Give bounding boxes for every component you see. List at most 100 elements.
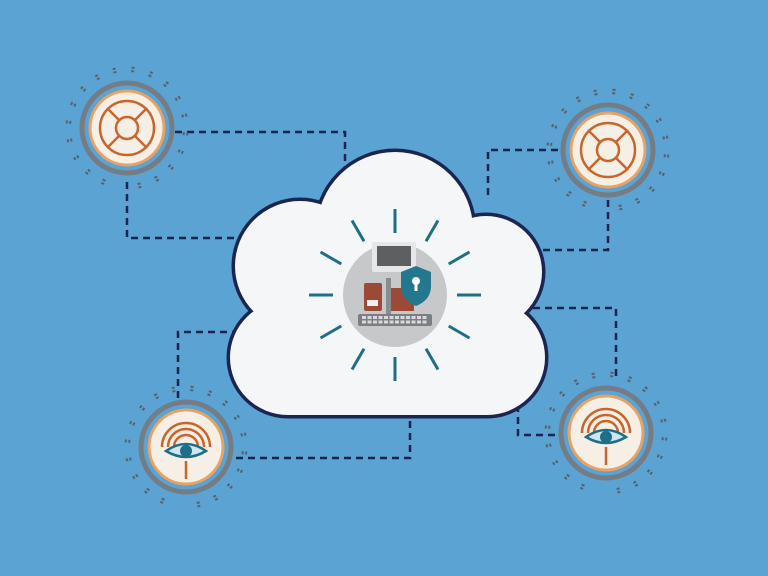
tick-mark bbox=[153, 175, 160, 183]
tick-mark bbox=[131, 473, 139, 480]
tick-mark bbox=[177, 149, 185, 155]
key bbox=[406, 316, 410, 319]
tick-mark bbox=[65, 120, 72, 124]
tick-mark bbox=[72, 154, 80, 161]
tick-mark bbox=[612, 88, 616, 95]
ray bbox=[350, 219, 366, 243]
key bbox=[400, 316, 405, 319]
connector-bottom-left-b bbox=[236, 415, 412, 460]
keyhole-slot bbox=[414, 283, 418, 291]
tick-mark bbox=[182, 132, 189, 136]
key bbox=[362, 320, 366, 324]
key bbox=[417, 320, 421, 324]
tick-mark bbox=[167, 164, 175, 171]
tick-mark bbox=[84, 168, 91, 176]
key bbox=[384, 320, 388, 324]
tick-mark bbox=[661, 437, 668, 441]
tick-mark bbox=[66, 138, 73, 143]
tick-mark bbox=[125, 457, 132, 462]
tick-mark bbox=[94, 73, 101, 81]
tick-mark bbox=[653, 400, 661, 407]
microscope-stand bbox=[386, 278, 391, 314]
eye-scan-icon bbox=[580, 407, 632, 465]
tick-mark bbox=[131, 66, 135, 73]
tick-mark bbox=[546, 142, 553, 146]
key bbox=[422, 320, 427, 324]
key bbox=[373, 316, 377, 319]
key bbox=[395, 320, 399, 324]
tick-mark bbox=[560, 107, 568, 114]
tick-mark bbox=[79, 85, 87, 92]
tick-mark bbox=[575, 95, 582, 103]
tick-mark bbox=[553, 176, 561, 183]
gray-ring bbox=[558, 385, 654, 481]
key bbox=[422, 316, 427, 319]
tick-mark bbox=[656, 454, 664, 460]
tick-mark bbox=[181, 113, 188, 118]
tick-mark bbox=[655, 117, 663, 124]
tick-mark bbox=[124, 439, 131, 443]
key bbox=[411, 320, 416, 324]
keyboard-icon bbox=[358, 314, 432, 326]
key bbox=[373, 320, 377, 324]
tick-mark bbox=[558, 390, 566, 397]
eye-scan-icon bbox=[160, 421, 212, 479]
ray bbox=[350, 347, 366, 371]
book-icon bbox=[364, 283, 382, 311]
target-icon bbox=[579, 121, 637, 179]
connector-top-left-a bbox=[175, 130, 347, 170]
tick-mark bbox=[593, 89, 598, 96]
gray-ring bbox=[138, 399, 234, 495]
tick-mark bbox=[634, 197, 641, 205]
tick-mark bbox=[563, 473, 570, 481]
tick-mark bbox=[174, 95, 182, 102]
ray bbox=[319, 250, 343, 266]
secure-computer-shield-icon bbox=[309, 209, 481, 381]
tick-mark bbox=[240, 432, 247, 437]
tick-mark bbox=[547, 160, 554, 165]
tick-mark bbox=[632, 480, 639, 488]
tick-mark bbox=[644, 102, 651, 110]
tick-mark bbox=[233, 414, 241, 421]
tick-mark bbox=[591, 372, 596, 379]
ray bbox=[319, 324, 343, 340]
eye-node-bottom-left bbox=[124, 385, 248, 508]
tick-mark bbox=[660, 418, 667, 423]
tick-mark bbox=[236, 468, 244, 474]
key bbox=[411, 316, 416, 319]
tick-mark bbox=[663, 154, 670, 158]
gray-ring bbox=[79, 80, 175, 176]
tick-mark bbox=[629, 92, 635, 100]
tick-mark bbox=[551, 459, 559, 466]
keyboard-keys bbox=[362, 316, 427, 324]
tick-mark bbox=[545, 443, 552, 448]
tick-mark bbox=[69, 101, 77, 107]
tick-mark bbox=[662, 135, 669, 140]
tick-mark bbox=[100, 178, 106, 186]
key bbox=[367, 320, 372, 324]
tick-mark bbox=[627, 375, 633, 383]
tick-mark bbox=[112, 67, 117, 74]
tick-mark bbox=[581, 200, 587, 208]
tick-mark bbox=[573, 378, 580, 386]
tick-mark bbox=[163, 80, 170, 88]
tick-mark bbox=[544, 425, 551, 429]
target-node-top-left bbox=[65, 66, 189, 189]
tick-mark bbox=[137, 182, 142, 189]
tick-mark bbox=[171, 386, 176, 393]
eye-node-bottom-right bbox=[544, 371, 668, 494]
key bbox=[384, 316, 388, 319]
key bbox=[367, 316, 372, 319]
connector-bottom-left-a bbox=[176, 330, 238, 398]
tick-mark bbox=[550, 123, 558, 129]
tick-mark bbox=[565, 190, 572, 198]
tick-mark bbox=[138, 404, 146, 411]
ray bbox=[447, 250, 471, 266]
ray bbox=[424, 347, 440, 371]
tick-mark bbox=[658, 171, 666, 177]
tick-mark bbox=[548, 406, 556, 412]
connector-bottom-right-a bbox=[497, 306, 618, 378]
connector-top-left-b bbox=[125, 182, 250, 240]
